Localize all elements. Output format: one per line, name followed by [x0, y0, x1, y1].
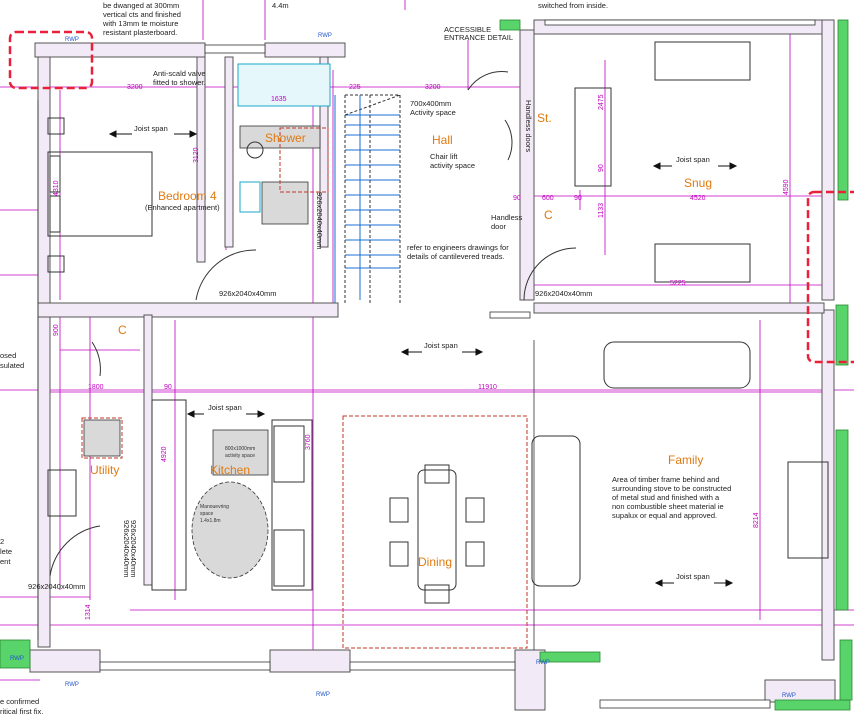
dimension-label: 90: [513, 195, 521, 202]
dimension-label: 4590: [783, 179, 790, 195]
dimension-label: 225: [349, 84, 361, 91]
dimension-label: 5225: [670, 280, 686, 287]
note-handless-doors: Handless doors: [524, 100, 533, 152]
dimension-label: 1635: [271, 96, 287, 103]
room-label-shower: Shower: [265, 131, 306, 145]
note-bottom-left: e confirmed ritical first fix.: [0, 697, 43, 716]
joist-span-label: Joist span: [676, 572, 710, 581]
staircase: [334, 94, 401, 305]
door-label-vertical: 926x2040x40mm: [122, 520, 131, 578]
room-label-c: C: [118, 323, 127, 337]
room-label-c: C: [544, 208, 553, 222]
room-label-bedroom: Bedroom 4: [158, 189, 217, 203]
insulation: [0, 19, 853, 711]
windows: [37, 19, 816, 709]
room-label-st: St.: [537, 111, 552, 125]
dimension-label: 90: [598, 164, 605, 172]
note-manoeuvring: Manouevring space 1.4x1.8m: [200, 504, 230, 524]
room-label-dining: Dining: [418, 555, 452, 569]
dimension-label: 4920: [161, 446, 168, 462]
dimension-label: 1800: [88, 384, 104, 391]
dimension-label: 3200: [127, 84, 143, 91]
dimension-label: 1133: [598, 203, 605, 218]
room-label-hall: Hall: [432, 133, 453, 147]
joist-span-label: Joist span: [134, 124, 168, 133]
room-sublabel-bedroom: (Enhanced apartment): [145, 203, 220, 212]
note-handless-door: Handless door: [491, 213, 524, 231]
rwp-label: RWP: [782, 693, 796, 699]
note-family-stove: Area of timber frame behind and surround…: [612, 475, 733, 520]
rwp-label: RWP: [65, 682, 79, 688]
joist-span-label: Joist span: [676, 155, 710, 164]
door-label: 926x2040x40mm: [219, 289, 277, 298]
highlight-box-top-left: [8, 30, 94, 90]
rwp-label: RWP: [316, 692, 330, 698]
dimension-label: 8214: [753, 512, 760, 528]
dimension-label: 4520: [690, 195, 706, 202]
door-label: 926x2040x40mm: [28, 582, 86, 591]
door-label-vertical: 926x2040x40mm: [315, 192, 324, 250]
joist-span-label: Joist span: [424, 341, 458, 350]
dimension-label: 900: [53, 324, 60, 336]
utility-unit: [81, 417, 123, 459]
note-switched: switched from inside.: [538, 1, 608, 10]
room-label-utility: Utility: [90, 463, 119, 477]
note-top-mid: 4.4m: [272, 1, 289, 10]
room-label-snug: Snug: [684, 176, 712, 190]
note-anti-scald: Anti-scald valve fitted to shower.: [153, 69, 208, 87]
door-label: 926x2040x40mm: [535, 289, 593, 298]
dimension-label: 3760: [305, 434, 312, 450]
joist-span-label: Joist span: [208, 403, 242, 412]
note-left-edge-2: 2 lete ent: [0, 537, 14, 566]
note-accessible: ACCESSIBLE ENTRANCE DETAIL: [444, 25, 513, 42]
dimension-label: 600: [542, 195, 554, 202]
rwp-label: RWP: [536, 660, 550, 666]
dimension-label: 3120: [193, 147, 200, 163]
note-chair-lift: Chair lift activity space: [430, 152, 475, 170]
note-kitchen-activity: 800x1000mm activity space: [225, 446, 257, 459]
dimension-label: 90: [574, 195, 582, 202]
rwp-label: RWP: [318, 33, 332, 39]
dimension-label: 4310: [53, 180, 60, 196]
room-label-kitchen: Kitchen: [210, 463, 250, 477]
rwp-label: RWP: [10, 656, 24, 662]
door-label-vertical: 926x2040x40mm: [129, 520, 138, 578]
dimension-label: 11910: [478, 384, 497, 391]
dimension-label: 1314: [85, 604, 92, 620]
walls: [29, 19, 836, 711]
dimension-label: 90: [164, 384, 172, 391]
note-activity-space: 700x400mm Activity space: [410, 99, 456, 117]
room-label-family: Family: [668, 453, 703, 467]
furniture: [47, 41, 829, 649]
note-top-left: be dwanged at 300mm vertical cts and fin…: [102, 1, 183, 37]
dimension-label: 2475: [598, 94, 605, 110]
highlight-box-right: [806, 190, 854, 364]
note-engineers: refer to engineers drawings for details …: [407, 243, 511, 261]
rwp-label: RWP: [65, 37, 79, 43]
dimension-label: 3200: [425, 84, 441, 91]
joist-span-arrows: [108, 130, 738, 587]
note-left-edge: osed sulated: [0, 351, 24, 370]
